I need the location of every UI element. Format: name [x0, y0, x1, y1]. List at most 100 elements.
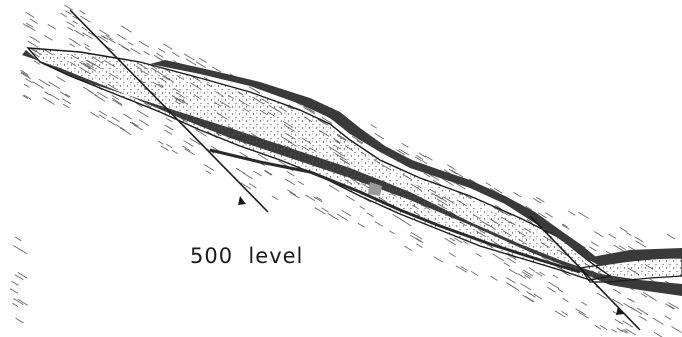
foliation-mark — [112, 98, 122, 104]
foliation-mark — [116, 125, 125, 131]
foliation-mark — [305, 195, 315, 201]
foliation-mark — [321, 208, 328, 212]
foliation-mark — [549, 282, 559, 288]
foliation-mark — [44, 35, 52, 40]
foliation-mark — [410, 235, 421, 242]
foliation-mark — [375, 133, 384, 139]
foliation-mark — [99, 30, 110, 36]
foliation-mark — [158, 141, 163, 144]
foliation-mark — [582, 302, 588, 305]
foliation-mark — [415, 157, 422, 161]
foliation-mark — [32, 82, 43, 89]
foliation-mark — [199, 58, 207, 63]
foliation-mark — [449, 253, 455, 257]
foliation-mark — [62, 99, 71, 104]
foliation-mark — [665, 316, 671, 320]
foliation-mark — [63, 104, 69, 108]
foliation-mark — [249, 184, 256, 189]
foliation-mark — [548, 287, 556, 292]
foliation-mark — [45, 92, 51, 96]
foliation-mark — [490, 276, 497, 280]
foliation-mark — [609, 234, 617, 239]
foliation-mark — [67, 27, 73, 31]
foliation-mark — [10, 289, 18, 294]
foliation-mark — [591, 242, 598, 246]
foliation-mark — [509, 269, 517, 274]
foliation-mark — [184, 141, 194, 147]
foliation-mark — [157, 53, 164, 57]
foliation-mark — [337, 214, 348, 221]
foliation-mark — [402, 143, 409, 147]
foliation-mark — [506, 283, 516, 289]
foliation-mark — [113, 100, 123, 106]
foliation-mark — [635, 237, 644, 243]
foliation-mark — [15, 237, 21, 241]
foliation-mark — [346, 196, 355, 201]
foliation-mark — [375, 222, 383, 227]
foliation-mark — [118, 44, 129, 51]
foliation-mark — [265, 171, 272, 175]
foliation-mark — [672, 327, 682, 333]
foliation-mark — [555, 311, 565, 317]
foliation-mark — [620, 228, 627, 232]
foliation-mark — [419, 153, 426, 157]
foliation-mark — [80, 11, 86, 15]
foliation-mark — [525, 296, 534, 301]
foliation-mark — [83, 87, 93, 93]
foliation-mark — [99, 115, 106, 119]
foliation-mark — [50, 94, 59, 100]
foliation-mark — [25, 79, 32, 83]
foliation-mark — [624, 303, 635, 310]
foliation-mark — [165, 125, 172, 129]
foliation-mark — [568, 211, 575, 216]
foliation-mark — [285, 179, 295, 185]
foliation-mark — [204, 165, 214, 171]
foliation-mark — [667, 234, 675, 239]
foliation-mark — [73, 21, 78, 24]
foliation-mark — [576, 309, 586, 315]
foliation-mark — [128, 42, 133, 45]
foliation-mark — [546, 213, 553, 217]
foliation-mark — [134, 125, 142, 130]
foliation-mark — [185, 149, 195, 155]
foliation-mark — [48, 24, 56, 29]
foliation-mark — [24, 84, 29, 87]
foliation-mark — [654, 332, 665, 337]
foliation-mark — [562, 298, 568, 302]
foliation-mark — [402, 220, 412, 226]
foliation-mark — [626, 232, 631, 235]
foliation-mark — [172, 52, 179, 56]
foliation-mark — [16, 318, 24, 323]
foliation-mark — [425, 156, 433, 161]
foliation-mark — [49, 82, 60, 89]
foliation-mark — [476, 254, 481, 257]
foliation-mark — [615, 319, 624, 324]
foliation-mark — [360, 206, 365, 209]
foliation-mark — [561, 311, 568, 315]
foliation-mark — [39, 79, 50, 86]
foliation-mark — [272, 196, 278, 200]
foliation-mark — [144, 51, 150, 55]
foliation-mark — [131, 48, 141, 54]
foliation-mark — [28, 41, 38, 47]
foliation-mark — [486, 183, 491, 186]
foliation-mark — [26, 23, 33, 27]
foliation-mark — [264, 170, 272, 175]
foliation-mark — [328, 214, 339, 221]
foliation-mark — [206, 171, 211, 174]
foliation-mark — [342, 210, 351, 216]
foliation-mark — [196, 62, 206, 68]
foliation-mark — [117, 34, 126, 39]
foliation-mark — [84, 44, 89, 47]
foliation-mark — [506, 278, 515, 284]
foliation-mark — [298, 181, 304, 185]
foliation-mark — [315, 208, 326, 215]
foliation-mark — [445, 238, 456, 245]
foliation-mark — [184, 54, 194, 60]
foliation-mark — [64, 5, 72, 10]
foliation-mark — [287, 190, 296, 195]
foliation-mark — [139, 41, 149, 47]
foliation-mark — [30, 36, 40, 42]
